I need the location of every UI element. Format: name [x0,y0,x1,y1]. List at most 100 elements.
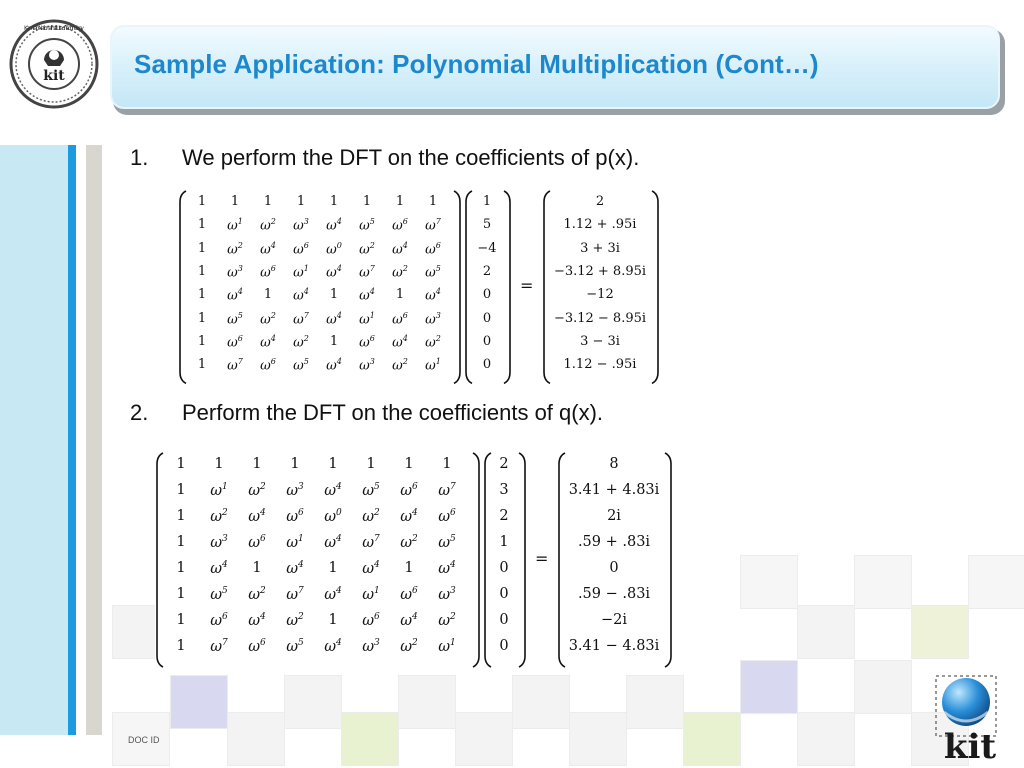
matrix-cell: ω6 [248,638,266,655]
matrix-cell: ω7 [293,310,309,327]
matrix-cell: ω7 [425,217,441,234]
vector-entry: 0 [499,612,509,628]
matrix-cell: ω2 [210,508,228,525]
vector-entry: 0 [499,586,509,602]
result-entry: 1.12 + .95i [563,217,637,233]
matrix-cell: 1 [176,638,186,654]
result-left-bracket [543,190,551,385]
matrix-cell: ω2 [248,482,266,499]
matrix-cell: ω1 [227,217,243,234]
background-tile [854,555,912,609]
background-tile [683,712,741,766]
result-entry: −2i [600,612,627,628]
matrix-cell: ω1 [362,586,380,603]
matrix-cell: ω3 [286,482,304,499]
background-tile [797,605,855,659]
matrix-cell: ω1 [438,638,456,655]
background-tile [455,712,513,766]
matrix-cell: ω7 [286,586,304,603]
matrix-right-bracket [453,190,461,385]
matrix-cell: ω4 [324,586,342,603]
matrix-cell: 1 [329,333,339,349]
result-entry: .59 + .83i [577,534,651,550]
vector-entry: 5 [482,217,492,233]
matrix-cell: 1 [252,456,262,472]
vector-entry: 2 [499,456,509,472]
vector-right-bracket [518,452,526,668]
matrix-cell: 1 [329,194,339,209]
matrix-cell: ω6 [400,482,418,499]
matrix-cell: ω4 [324,534,342,551]
matrix-cell: ω2 [400,534,418,551]
matrix-cell: ω3 [425,310,441,327]
left-stripe-blue [68,145,76,735]
left-stripe-grey [86,145,102,735]
matrix-cell: 1 [176,456,186,472]
vector-entry: 0 [499,638,509,654]
background-tile [112,712,170,766]
matrix-cell: ω3 [293,217,309,234]
matrix-cell: 1 [290,456,300,472]
result-entry: 3.41 − 4.83i [568,638,660,654]
matrix-cell: ω6 [286,508,304,525]
result-left-bracket [558,452,566,668]
matrix-cell: ω4 [362,560,380,577]
matrix-cell: ω5 [293,357,309,374]
kit-logo: kit [935,675,997,764]
matrix-cell: ω2 [438,612,456,629]
result-entry: 8 [609,456,619,472]
matrix-cell: 1 [395,287,405,303]
matrix-cell: ω1 [293,263,309,281]
result-right-bracket [651,190,659,385]
matrix-right-bracket [472,452,480,668]
background-tile [626,675,684,729]
matrix-cell: ω2 [248,586,266,603]
matrix-cell: ω6 [392,217,408,234]
matrix-cell: 1 [214,456,224,472]
result-entry: 3 − 3i [580,333,620,349]
background-tile [740,555,798,609]
matrix-cell: 1 [404,456,414,472]
matrix-cell: ω6 [438,508,456,525]
matrix-cell: ω4 [326,357,342,374]
matrix-cell: ω6 [248,534,266,551]
matrix-cell: ω3 [210,534,228,551]
matrix-cell: ω2 [359,240,375,257]
vector-entry: −4 [477,240,497,256]
matrix-cell: ω4 [260,333,276,351]
matrix-cell: 1 [328,612,338,628]
matrix-cell: ω4 [248,508,266,525]
result-entry: 2 [595,194,605,209]
matrix-cell: ω2 [392,263,408,281]
matrix-cell: 1 [197,263,207,279]
matrix-cell: ω0 [324,508,342,525]
background-tile [170,675,228,729]
matrix-cell: ω2 [227,240,243,257]
matrix-cell: ω2 [425,333,441,351]
matrix-cell: 1 [197,357,207,373]
matrix-cell: ω6 [260,357,276,374]
matrix-cell: 1 [197,194,207,209]
background-tile [854,660,912,714]
matrix-cell: 1 [362,194,372,209]
matrix-cell: 1 [197,217,207,233]
matrix-cell: ω2 [286,612,304,629]
matrix-cell: ω7 [362,534,380,551]
matrix-cell: 1 [252,560,262,576]
matrix-cell: ω7 [359,263,375,281]
institute-emblem-logo: kit Kamrah National Institute of Technol… [9,19,99,109]
result-entry: 1.12 − .95i [563,357,637,373]
vector-entry: 1 [499,534,509,550]
background-tile [569,712,627,766]
matrix-cell: ω2 [362,508,380,525]
vector-entry: 0 [482,357,492,373]
matrix-cell: ω3 [438,586,456,603]
vector-right-bracket [503,190,511,385]
result-entry: 3 + 3i [580,240,620,256]
matrix-cell: ω5 [362,482,380,499]
matrix-cell: ω2 [260,310,276,327]
matrix-cell: ω1 [425,357,441,374]
step-2-text: Perform the DFT on the coefficients of q… [182,400,604,425]
